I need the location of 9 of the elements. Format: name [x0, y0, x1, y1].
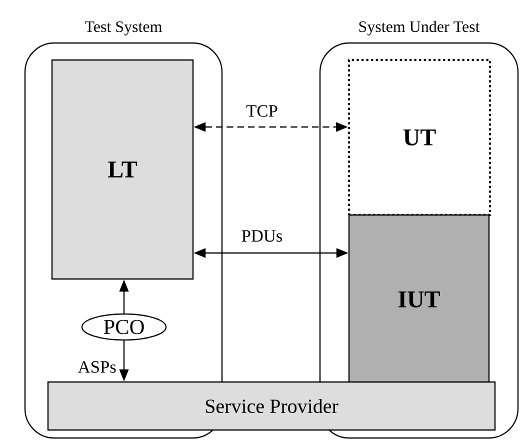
- component-box: LT: [51, 59, 194, 280]
- provider-bar: Service Provider: [47, 381, 496, 431]
- component-box: UT: [348, 58, 492, 216]
- edge-label: TCP: [244, 104, 280, 118]
- component-box: IUT: [348, 214, 490, 385]
- node-label: System Under Test: [359, 20, 480, 36]
- node-label: Test System: [85, 21, 162, 36]
- edge-label: PDUs: [240, 228, 284, 244]
- edge-label: ASPs: [76, 360, 118, 374]
